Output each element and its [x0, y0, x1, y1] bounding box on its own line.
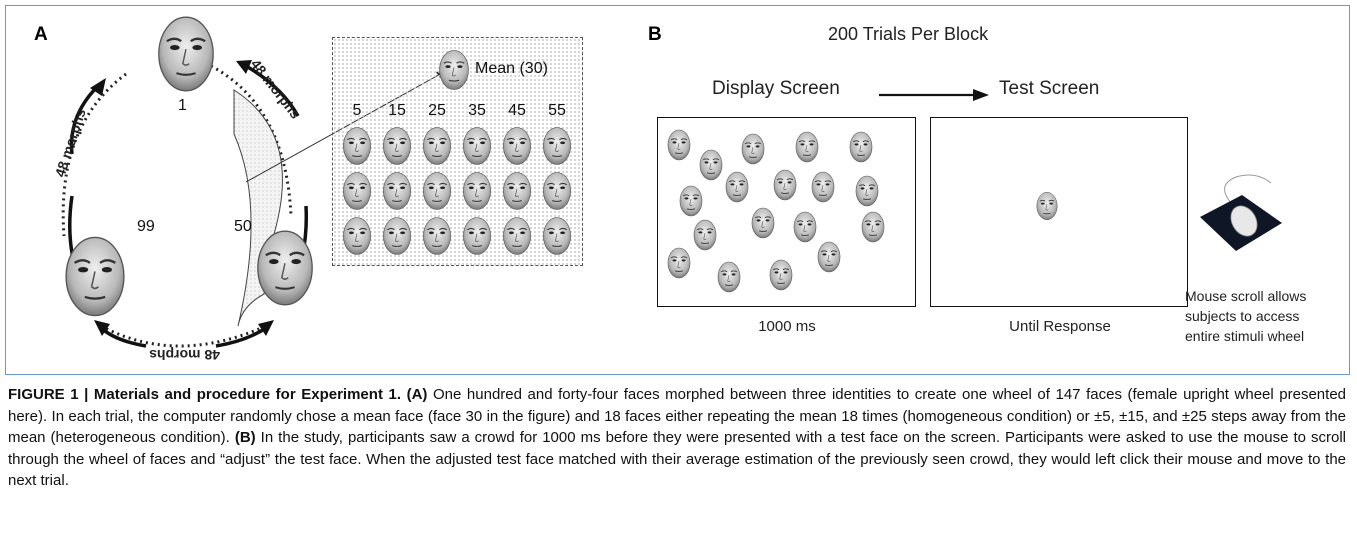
col-label: 55: [548, 102, 566, 119]
crowd-face: [849, 131, 873, 163]
display-time: 1000 ms: [758, 318, 816, 335]
grid-column-labels: 5 15 25 35 45 55: [337, 102, 577, 120]
face-grid: [342, 127, 572, 255]
arrow-right-icon: [879, 89, 989, 101]
grid-face: [422, 217, 452, 255]
grid-face: [502, 127, 532, 165]
grid-face: [382, 217, 412, 255]
mouse-note-line: entire stimuli wheel: [1185, 328, 1305, 344]
panel-b-letter: B: [648, 24, 662, 45]
crowd-face: [773, 169, 797, 201]
mean-label: Mean (30): [475, 60, 548, 77]
caption-b-text: In the study, participants saw a crowd f…: [8, 429, 1346, 489]
caption-a-tag: (A): [406, 386, 428, 403]
crowd-face: [769, 259, 793, 291]
crowd-face: [667, 247, 691, 279]
crowd-face: [699, 149, 723, 181]
grid-face: [502, 217, 532, 255]
mouse-note: Mouse scroll allows subjects to access e…: [1185, 286, 1306, 346]
grid-face: [422, 172, 452, 210]
crowd-face: [717, 261, 741, 293]
display-screen: [657, 117, 916, 307]
mouse-note-line: subjects to access: [1185, 308, 1300, 324]
grid-face: [342, 127, 372, 165]
face-right: [256, 229, 314, 307]
crowd-face: [667, 129, 691, 161]
crowd-face: [811, 171, 835, 203]
col-label: 5: [352, 102, 362, 119]
crowd-face: [741, 133, 765, 165]
crowd-face: [679, 185, 703, 217]
caption-b-tag: (B): [234, 429, 256, 446]
face-label-1: 1: [178, 97, 187, 114]
crowd-face: [793, 211, 817, 243]
test-screen-label: Test Screen: [999, 78, 1100, 99]
test-face: [1036, 191, 1058, 221]
col-label: 35: [468, 102, 486, 119]
grid-face: [502, 172, 532, 210]
grid-face: [542, 217, 572, 255]
grid-face: [542, 172, 572, 210]
face-top: [157, 16, 215, 92]
crowd-face: [861, 211, 885, 243]
figure-caption: FIGURE 1 | Materials and procedure for E…: [8, 384, 1346, 492]
grid-face: [422, 127, 452, 165]
morph-label-bottom: 48 morphs: [149, 347, 220, 363]
crowd-face: [725, 171, 749, 203]
grid-face: [382, 172, 412, 210]
crowd-face: [751, 207, 775, 239]
grid-face: [342, 172, 372, 210]
face-label-50: 50: [234, 218, 252, 235]
col-label: 45: [508, 102, 526, 119]
crowd-faces: [667, 129, 885, 293]
face-wheel-diagram: 48 morphs 48 morphs 48 morphs: [52, 16, 446, 363]
panel-b-title: 200 Trials Per Block: [828, 24, 989, 44]
grid-face: [342, 217, 372, 255]
face-left: [64, 236, 126, 317]
test-time: Until Response: [1009, 318, 1111, 335]
caption-a-text: One hundred and forty-four faces morphed…: [8, 386, 1347, 446]
figure-frame: A 48 morphs 48 morphs 48 morphs 1 99 50: [5, 5, 1350, 375]
test-screen: [930, 117, 1188, 307]
mouse-icon: [1200, 174, 1282, 251]
col-label: 25: [428, 102, 446, 119]
col-label: 15: [388, 102, 406, 119]
mouse-note-line: Mouse scroll allows: [1185, 288, 1307, 304]
display-screen-label: Display Screen: [712, 78, 840, 99]
morph-label-left: 48 morphs: [52, 106, 89, 178]
mean-face: [438, 49, 470, 91]
grid-face: [462, 217, 492, 255]
grid-face: [542, 127, 572, 165]
grid-face: [382, 127, 412, 165]
crowd-face: [795, 131, 819, 163]
panel-a-letter: A: [34, 24, 48, 45]
crowd-face: [693, 219, 717, 251]
grid-face: [462, 127, 492, 165]
crowd-face: [817, 241, 841, 273]
stimulus-grid-box: Mean (30) 5 15 25 35 45 55: [332, 37, 583, 266]
face-label-99: 99: [137, 218, 155, 235]
crowd-face: [855, 175, 879, 207]
grid-face: [462, 172, 492, 210]
figure-label: FIGURE 1 | Materials and procedure for E…: [8, 386, 402, 403]
